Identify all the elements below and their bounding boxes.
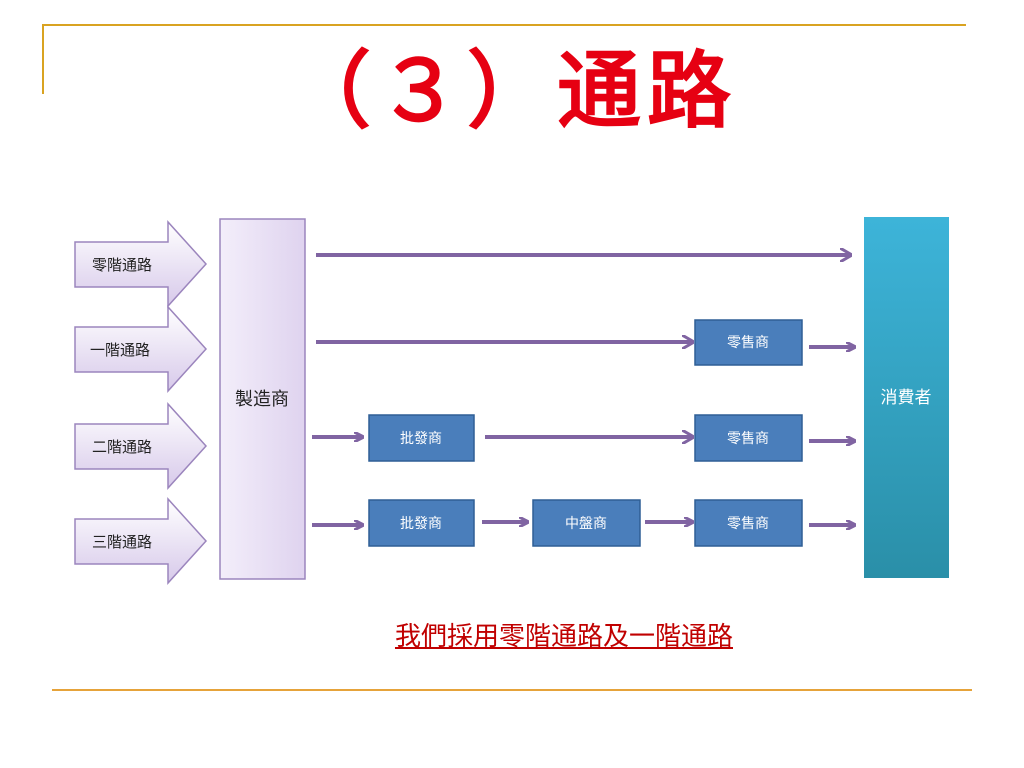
manufacturer-label: 製造商 bbox=[235, 389, 289, 410]
channel-arrow-three: 三階通路 bbox=[74, 497, 208, 585]
jobber-label: 中盤商 bbox=[565, 516, 607, 532]
retailer-label-two: 零售商 bbox=[727, 431, 769, 447]
wholesaler-label-two: 批發商 bbox=[400, 431, 442, 447]
retailer-label-one: 零售商 bbox=[727, 335, 769, 351]
channel-arrow-zero: 零階通路 bbox=[74, 220, 208, 308]
channel-label-three: 三階通路 bbox=[92, 533, 152, 551]
retailer-box-three: 零售商 bbox=[694, 499, 803, 547]
consumer-box: 消費者 bbox=[864, 217, 949, 578]
bottom-rule bbox=[52, 689, 972, 691]
wholesaler-label-three: 批發商 bbox=[400, 516, 442, 532]
top-rule bbox=[42, 24, 966, 26]
wholesaler-box-three: 批發商 bbox=[368, 499, 475, 547]
retailer-box-one: 零售商 bbox=[694, 319, 803, 366]
channel-arrow-two: 二階通路 bbox=[74, 402, 208, 490]
consumer-label: 消費者 bbox=[881, 388, 932, 408]
channel-label-zero: 零階通路 bbox=[92, 256, 152, 274]
wholesaler-box-two: 批發商 bbox=[368, 414, 475, 462]
caption: 我們採用零階通路及一階通路 bbox=[394, 622, 733, 652]
channel-arrow-one: 一階通路 bbox=[74, 305, 208, 393]
channel-label-two: 二階通路 bbox=[92, 438, 152, 456]
retailer-box-two: 零售商 bbox=[694, 414, 803, 462]
left-rule bbox=[42, 24, 44, 94]
channel-label-one: 一階通路 bbox=[90, 341, 150, 359]
jobber-box: 中盤商 bbox=[532, 499, 641, 547]
page-title: （３）通路 bbox=[286, 41, 737, 140]
manufacturer-box: 製造商 bbox=[219, 218, 306, 580]
retailer-label-three: 零售商 bbox=[727, 516, 769, 532]
